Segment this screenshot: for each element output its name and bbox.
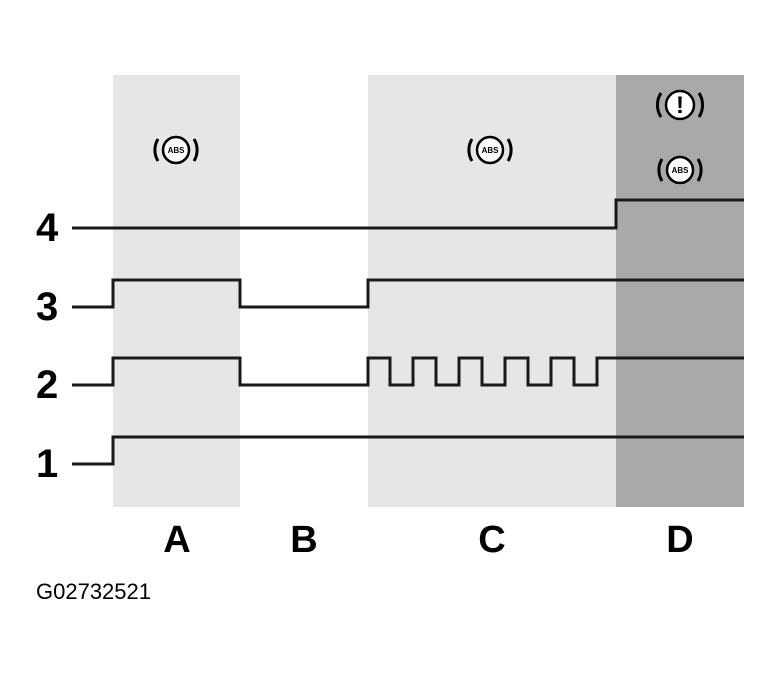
figure-id: G02732521 bbox=[36, 579, 151, 604]
signal-trace-2 bbox=[72, 356, 744, 387]
row-label-1: 1 bbox=[36, 442, 58, 486]
brake-warning-icon: ! bbox=[656, 89, 704, 121]
signal-trace-1 bbox=[72, 435, 744, 466]
phase-label-c: C bbox=[478, 519, 505, 561]
phase-label-b: B bbox=[290, 519, 317, 561]
abs-icon: ABS bbox=[467, 135, 513, 165]
abs-icon-label: ABS bbox=[168, 146, 186, 155]
phase-label-a: A bbox=[163, 519, 190, 561]
phase-d-band bbox=[616, 75, 744, 507]
abs-icon-label: ABS bbox=[482, 146, 500, 155]
abs-icon: ABS bbox=[153, 135, 199, 165]
phase-label-d: D bbox=[666, 519, 693, 561]
abs-icon: ABS bbox=[657, 155, 703, 185]
row-label-2: 2 bbox=[36, 363, 58, 407]
signal-trace-3 bbox=[72, 278, 744, 309]
phase-b-band bbox=[240, 75, 368, 507]
signal-trace-4 bbox=[72, 198, 744, 230]
warning-icon-label: ! bbox=[676, 92, 684, 119]
abs-icon-label: ABS bbox=[672, 166, 690, 175]
row-label-4: 4 bbox=[36, 206, 59, 250]
row-label-3: 3 bbox=[36, 285, 58, 329]
